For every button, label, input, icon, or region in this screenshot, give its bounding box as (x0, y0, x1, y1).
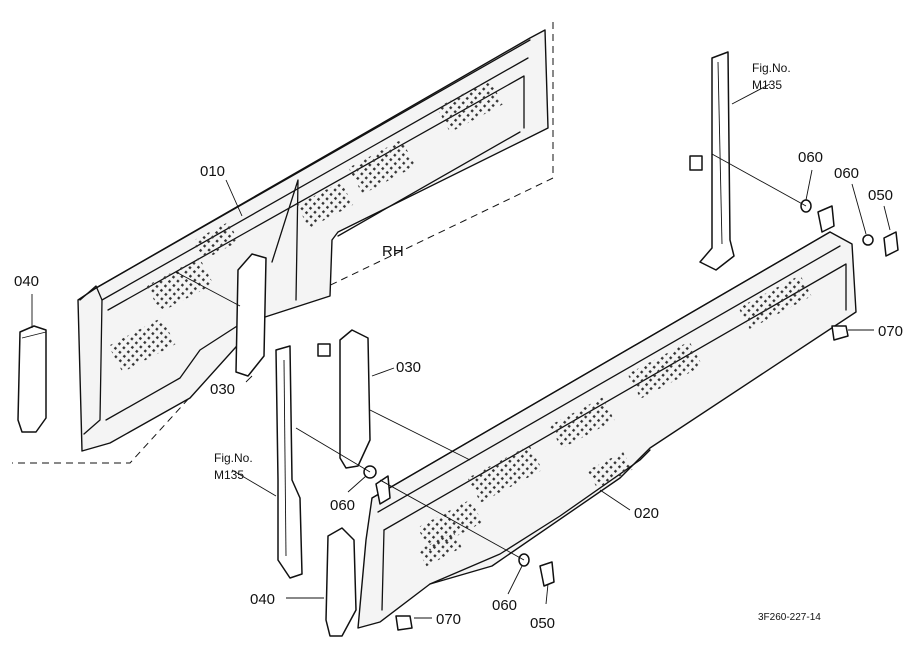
part-label-060-center: 060 (330, 497, 355, 514)
fig-ref-lower-line1: Fig.No. (214, 451, 253, 465)
mount-bracket-center (275, 343, 331, 579)
side-panel-rh-010 (77, 29, 549, 452)
leader-lines (31, 83, 891, 619)
rh-assembly-dashed-boundary (12, 22, 554, 464)
part-label-020: 020 (634, 505, 659, 522)
part-label-010: 010 (200, 163, 225, 180)
part-label-060-right: 060 (834, 165, 859, 182)
part-label-060-bottom: 060 (492, 597, 517, 614)
part-label-050-right: 050 (868, 187, 893, 204)
side-panel-lh-020 (357, 205, 857, 629)
bolt-050-bottom (539, 561, 555, 587)
part-label-040-left: 040 (14, 273, 39, 290)
side-label-rh: RH (382, 243, 404, 260)
part-label-050-bottom: 050 (530, 615, 555, 632)
bumper-070-bottom (395, 615, 413, 631)
fig-ref-upper-line1: Fig.No. (752, 61, 791, 75)
mount-bracket-upper-right (689, 51, 735, 271)
part-label-060-upper: 060 (798, 149, 823, 166)
part-label-070-bottom: 070 (436, 611, 461, 628)
bumper-070-right (831, 325, 849, 341)
end-cap-040-left (17, 325, 47, 433)
washer-060-right (862, 234, 874, 246)
end-cap-040-bottom (325, 527, 357, 637)
part-label-030-center: 030 (396, 359, 421, 376)
fig-ref-lower-line2: M135 (214, 468, 244, 482)
part-label-070-right: 070 (878, 323, 903, 340)
corner-post-030-center (339, 329, 371, 469)
corner-post-rh-030 (235, 253, 267, 377)
fig-ref-upper-line2: M135 (752, 78, 782, 92)
assembly-guide-lines (175, 153, 807, 561)
reference-code: 3F260-227-14 (758, 612, 821, 623)
part-label-030-rh: 030 (210, 381, 235, 398)
bolt-050-right (883, 231, 899, 257)
part-label-040-bottom: 040 (250, 591, 275, 608)
